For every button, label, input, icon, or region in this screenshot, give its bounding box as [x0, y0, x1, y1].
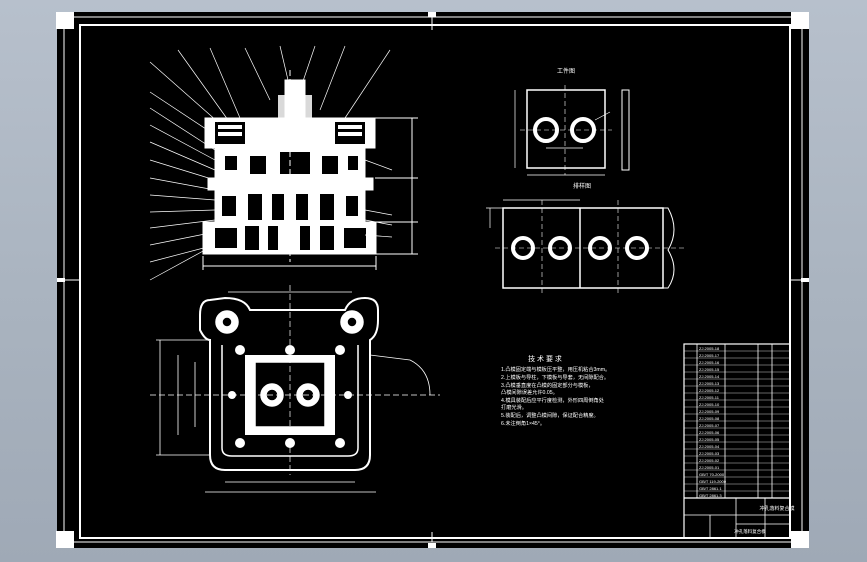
workpiece-view — [514, 85, 630, 176]
drawing-title-small: 冲孔落料复合模 — [734, 528, 766, 535]
bom-row-code: ZJ.2005-02 — [699, 458, 720, 463]
sheet-markers — [56, 12, 809, 548]
bom-row-code: ZJ.2005-04 — [699, 444, 720, 449]
tech-note-line: 打磨光滑。 — [501, 403, 527, 411]
bom-row-code: ZJ.2005-08 — [699, 416, 720, 421]
workpiece-title: 工件图 — [557, 67, 575, 75]
bom-row-code: ZJ.2005-17 — [699, 353, 720, 358]
bom-row-code: GB/T 119-2000 — [699, 479, 727, 484]
bom-row-code: ZJ.2005-09 — [699, 409, 720, 414]
tech-note-line: 6.未注倒角1×45°。 — [501, 419, 545, 427]
bom-row-code: ZJ.2005-12 — [699, 388, 720, 393]
tech-note-line: 凸模间隙误差允许0.05。 — [501, 388, 558, 396]
bom-rows: ZJ.2005-18ZJ.2005-17ZJ.2005-16ZJ.2005-15… — [684, 346, 790, 499]
bom-row-code: ZJ.2005-10 — [699, 402, 720, 407]
drawing-title: 冲孔落料复合模 — [759, 505, 794, 512]
tech-note-line: 2.上模板与导柱，下模板与导套，无间隙配合。 — [501, 373, 609, 381]
tech-note-line: 1.凸模固定端与模板压平整，用压机粘合3mm。 — [501, 365, 610, 373]
front-section-view — [202, 70, 418, 270]
bom-row-code: ZJ.2005-14 — [699, 374, 720, 379]
bom-row-code: GB/T 2861.1 — [699, 486, 722, 491]
bom-row-code: ZJ.2005-18 — [699, 346, 720, 351]
bom-row-code: ZJ.2005-01 — [699, 465, 720, 470]
bom-row-code: ZJ.2005-16 — [699, 360, 720, 365]
bom-row-code: ZJ.2005-05 — [699, 437, 720, 442]
bom-row-code: ZJ.2005-03 — [699, 451, 720, 456]
bom-row-code: ZJ.2005-13 — [699, 381, 720, 386]
tech-note-line: 3.凸模垂直度在凸模的固定部分与模板， — [501, 381, 594, 389]
strip-title: 排样图 — [573, 182, 591, 190]
tech-notes-heading: 技 术 要 求 — [528, 354, 562, 363]
technical-notes: 技 术 要 求 1.凸模固定端与模板压平整，用压机粘合3mm。 2.上模板与导柱… — [501, 354, 610, 427]
bom-row-code: GB/T 2861.3 — [699, 493, 722, 498]
bom-row-code: ZJ.2005-15 — [699, 367, 720, 372]
tech-note-line: 4.模具装配后应平行度检测，外形四周倒角处 — [501, 396, 604, 404]
bom-row-code: ZJ.2005-07 — [699, 423, 720, 428]
bom-row-code: ZJ.2005-06 — [699, 430, 720, 435]
strip-layout-view — [486, 199, 685, 295]
plan-view — [150, 285, 440, 493]
tech-note-line: 5.装配后，调整凸模间隙，保证配合精度。 — [501, 411, 599, 419]
bom-row-code: ZJ.2005-11 — [699, 395, 720, 400]
drawing-sheet — [57, 12, 809, 548]
bom-row-code: GB/T 70-2000 — [699, 472, 725, 477]
leader-lines — [149, 45, 393, 281]
